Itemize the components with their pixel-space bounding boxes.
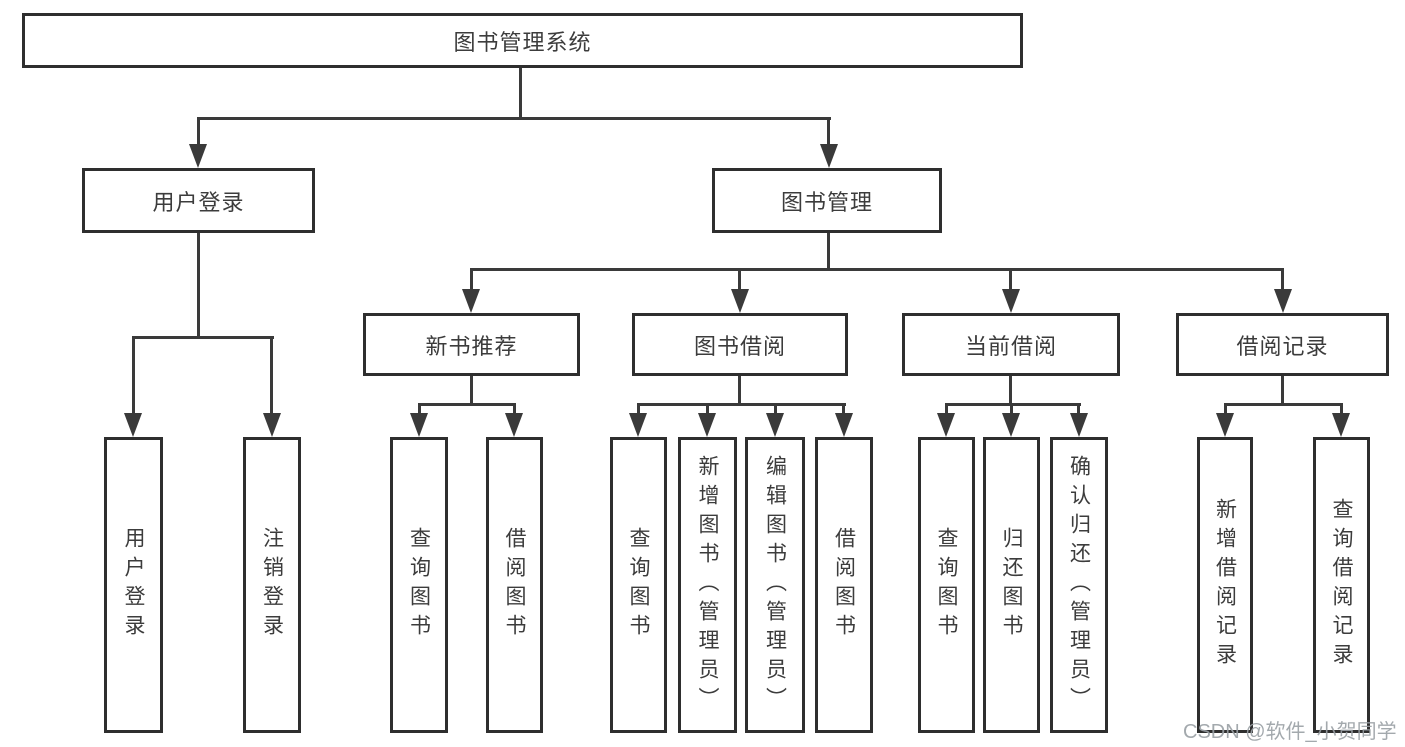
arrow-down-icon bbox=[629, 413, 647, 437]
leaf-add-book-admin-label: 新增图书（管理员） bbox=[696, 454, 719, 716]
node-current-borrowing-label: 当前借阅 bbox=[964, 333, 1057, 359]
node-book-borrowing: 图书借阅 bbox=[632, 313, 848, 376]
connector-line bbox=[1281, 376, 1284, 405]
node-user-login-label: 用户登录 bbox=[152, 189, 245, 215]
leaf-borrow-books-recommend: 借阅图书 bbox=[486, 437, 543, 733]
arrow-down-icon bbox=[124, 413, 142, 437]
connector-line bbox=[706, 403, 709, 416]
arrow-down-icon bbox=[1002, 289, 1020, 313]
arrow-down-icon bbox=[1274, 289, 1292, 313]
leaf-query-books-borrowing: 查询图书 bbox=[610, 437, 667, 733]
connector-line bbox=[470, 376, 473, 405]
connector-line bbox=[470, 268, 1284, 271]
leaf-return-books-label: 归还图书 bbox=[1000, 527, 1023, 643]
arrow-down-icon bbox=[835, 413, 853, 437]
node-borrowing-records: 借阅记录 bbox=[1176, 313, 1389, 376]
node-user-login: 用户登录 bbox=[82, 168, 315, 233]
connector-line bbox=[132, 336, 135, 416]
leaf-return-books: 归还图书 bbox=[983, 437, 1040, 733]
connector-line bbox=[945, 403, 1081, 406]
arrow-down-icon bbox=[766, 413, 784, 437]
arrow-down-icon bbox=[1332, 413, 1350, 437]
connector-line bbox=[1009, 376, 1012, 405]
arrow-down-icon bbox=[1070, 413, 1088, 437]
arrow-down-icon bbox=[462, 289, 480, 313]
leaf-query-books-current-label: 查询图书 bbox=[935, 527, 958, 643]
connector-line bbox=[1009, 268, 1012, 292]
connector-line bbox=[1281, 268, 1284, 292]
leaf-query-borrow-record: 查询借阅记录 bbox=[1313, 437, 1370, 733]
connector-line bbox=[637, 403, 846, 406]
leaf-add-borrow-record-label: 新增借阅记录 bbox=[1213, 498, 1237, 672]
leaf-borrow-books-recommend-label: 借阅图书 bbox=[503, 527, 526, 643]
connector-line bbox=[418, 403, 421, 416]
connector-line bbox=[1340, 403, 1343, 416]
connector-line bbox=[738, 376, 741, 405]
connector-line bbox=[418, 403, 516, 406]
connector-line bbox=[827, 117, 830, 147]
connector-line bbox=[470, 268, 473, 292]
connector-line bbox=[774, 403, 777, 416]
node-new-book-recommend: 新书推荐 bbox=[363, 313, 580, 376]
leaf-query-books-borrowing-label: 查询图书 bbox=[627, 527, 650, 643]
leaf-user-login-label: 用户登录 bbox=[122, 527, 145, 643]
node-book-management: 图书管理 bbox=[712, 168, 942, 233]
leaf-logout: 注销登录 bbox=[243, 437, 301, 733]
node-borrowing-records-label: 借阅记录 bbox=[1236, 333, 1329, 359]
connector-line bbox=[197, 117, 831, 120]
connector-line bbox=[1224, 403, 1227, 416]
watermark: CSDN @软件_小贺同学 bbox=[1183, 721, 1397, 743]
arrow-down-icon bbox=[1002, 413, 1020, 437]
leaf-query-books-current: 查询图书 bbox=[918, 437, 975, 733]
arrow-down-icon bbox=[820, 144, 838, 168]
node-library-system: 图书管理系统 bbox=[22, 13, 1023, 68]
leaf-query-borrow-record-label: 查询借阅记录 bbox=[1330, 498, 1353, 672]
leaf-confirm-return-admin: 确认归还（管理员） bbox=[1050, 437, 1108, 733]
connector-line bbox=[270, 336, 273, 416]
leaf-query-books-recommend-label: 查询图书 bbox=[407, 527, 431, 643]
arrow-down-icon bbox=[1216, 413, 1234, 437]
connector-line bbox=[637, 403, 640, 416]
arrow-down-icon bbox=[505, 413, 523, 437]
leaf-logout-label: 注销登录 bbox=[260, 527, 284, 643]
connector-line bbox=[842, 403, 845, 416]
node-new-book-recommend-label: 新书推荐 bbox=[425, 333, 518, 359]
arrow-down-icon bbox=[698, 413, 716, 437]
leaf-confirm-return-admin-label: 确认归还（管理员） bbox=[1067, 454, 1091, 716]
leaf-borrow-books-borrowing-label: 借阅图书 bbox=[832, 527, 856, 643]
arrow-down-icon bbox=[263, 413, 281, 437]
connector-line bbox=[945, 403, 948, 416]
leaf-user-login: 用户登录 bbox=[104, 437, 163, 733]
arrow-down-icon bbox=[731, 289, 749, 313]
leaf-edit-book-admin: 编辑图书（管理员） bbox=[745, 437, 805, 733]
connector-line bbox=[827, 233, 830, 270]
node-current-borrowing: 当前借阅 bbox=[902, 313, 1120, 376]
node-book-borrowing-label: 图书借阅 bbox=[693, 333, 786, 359]
arrow-down-icon bbox=[937, 413, 955, 437]
leaf-query-books-recommend: 查询图书 bbox=[390, 437, 448, 733]
leaf-add-borrow-record: 新增借阅记录 bbox=[1197, 437, 1253, 733]
leaf-edit-book-admin-label: 编辑图书（管理员） bbox=[763, 454, 787, 716]
connector-line bbox=[1224, 403, 1343, 406]
leaf-borrow-books-borrowing: 借阅图书 bbox=[815, 437, 873, 733]
connector-line bbox=[738, 268, 741, 292]
connector-line bbox=[197, 233, 200, 338]
node-book-management-label: 图书管理 bbox=[780, 189, 873, 215]
connector-line bbox=[132, 336, 274, 339]
connector-line bbox=[1010, 403, 1013, 416]
leaf-add-book-admin: 新增图书（管理员） bbox=[678, 437, 737, 733]
connector-line bbox=[197, 117, 200, 147]
connector-line bbox=[1077, 403, 1080, 416]
connector-line bbox=[513, 403, 516, 416]
connector-line bbox=[519, 68, 522, 118]
node-library-system-label: 图书管理系统 bbox=[453, 29, 592, 55]
arrow-down-icon bbox=[189, 144, 207, 168]
arrow-down-icon bbox=[410, 413, 428, 437]
